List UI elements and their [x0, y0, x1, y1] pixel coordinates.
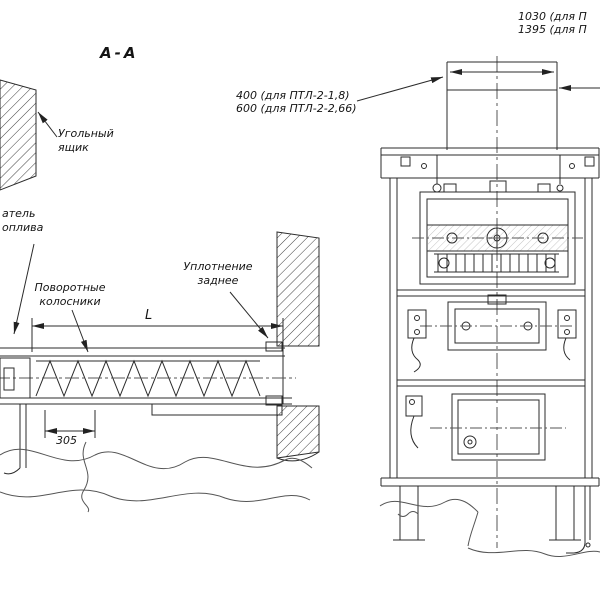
dim-1030-label: 1030 (для П — [518, 10, 587, 23]
boiler-top-frame — [380, 147, 600, 179]
rear-seal-leader — [229, 291, 269, 339]
dim-1395-label: 1395 (для П — [518, 23, 587, 36]
boiler-break-lines — [379, 498, 600, 557]
ground-break-lines — [0, 441, 313, 513]
rotating-grates-label-line2: колосники — [39, 294, 101, 308]
lower-door-section — [405, 393, 566, 461]
rear-seal-label-line1: Уплотнение — [183, 260, 253, 273]
rotating-grates-label: Поворотные колосники — [18, 281, 122, 309]
rear-seal-label: Уплотнение заднее — [180, 260, 256, 288]
boiler-legs — [393, 486, 581, 541]
section-label: А-А — [100, 44, 139, 62]
boiler-body-outline — [380, 178, 600, 487]
rear-wall-section — [276, 231, 320, 462]
rotating-grates-label-line1: Поворотные — [34, 281, 106, 294]
coal-box-label: Угольный ящик — [58, 127, 114, 155]
screw-conveyor — [0, 341, 296, 475]
drain-pipe — [566, 486, 591, 554]
fuel-feeder-leader — [13, 243, 35, 335]
coal-box-leader — [37, 111, 58, 138]
rear-seal-label-line2: заднее — [197, 273, 239, 287]
dimension-305 — [44, 410, 96, 438]
coal-box-label-line2: ящик — [58, 140, 89, 154]
flue-duct — [446, 61, 558, 150]
rotating-grates-leader — [71, 309, 89, 353]
dim-600-label: 600 (для ПТЛ-2-2,66) — [236, 102, 357, 115]
burner-assembly — [412, 155, 583, 285]
fuel-feeder-label: атель оплива — [2, 207, 43, 235]
coal-box-label-line1: Угольный — [58, 127, 114, 140]
dim-400-label: 400 (для ПТЛ-2-1,8) — [236, 89, 350, 102]
fuel-feeder-label-line1: атель — [2, 207, 36, 220]
middle-door-section — [397, 289, 585, 387]
length-dimension — [31, 318, 284, 352]
coal-box — [0, 79, 37, 191]
dim-305-label: 305 — [56, 434, 77, 447]
fuel-feeder-label-line2: оплива — [2, 220, 44, 234]
length-dim-label: L — [145, 308, 153, 323]
flue-width-dimension — [356, 69, 554, 102]
